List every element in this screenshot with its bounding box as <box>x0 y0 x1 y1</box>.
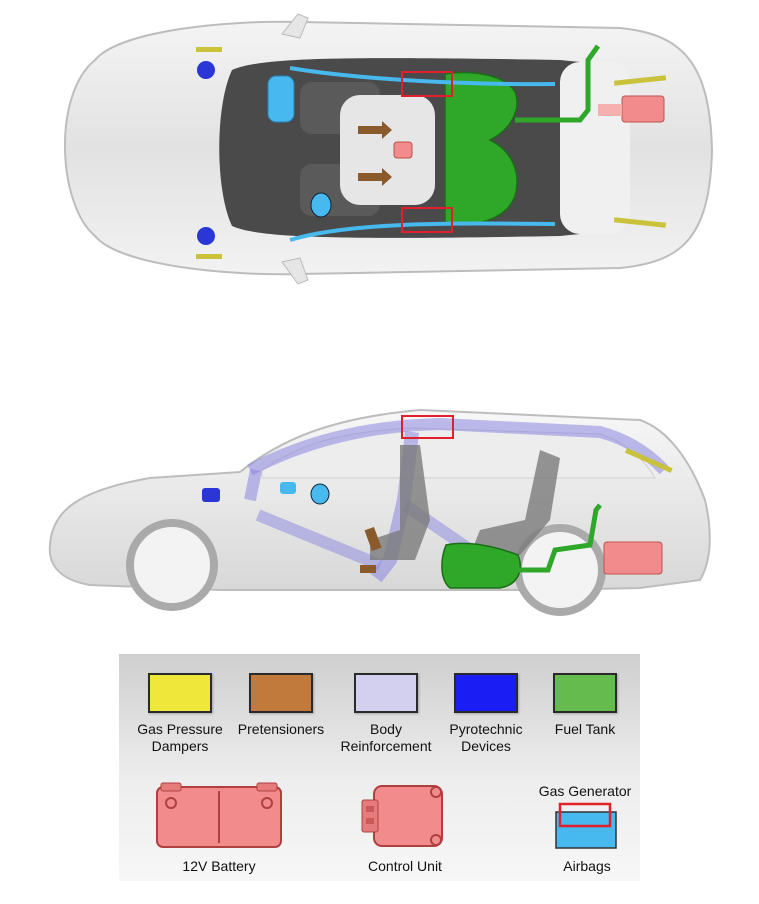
control-unit-label: Control Unit <box>368 858 442 874</box>
top-mirror-lower <box>281 257 309 285</box>
top-damper-front-upper <box>196 47 222 52</box>
top-pyro-front-lower <box>197 227 215 245</box>
battery-label: 12V Battery <box>182 858 256 874</box>
side-gas-generator <box>401 415 454 439</box>
top-damper-rear-upper <box>613 75 667 86</box>
top-damper-front-lower <box>196 254 222 259</box>
side-fuel-tank <box>441 542 521 589</box>
airbags-label: Airbags <box>563 858 611 874</box>
legend-item-gas-pressure-dampers: Gas Pressure Dampers <box>125 673 235 755</box>
battery-icon <box>156 782 282 848</box>
legend-label-body-reinforcement: Body Reinforcement <box>340 721 432 754</box>
control-unit-icon <box>361 785 443 847</box>
top-center-console <box>340 95 435 205</box>
top-battery <box>621 95 665 123</box>
legend-swatch-dampers <box>148 673 212 713</box>
side-a-pillar <box>244 468 262 502</box>
top-trunk <box>560 62 630 234</box>
side-pretensioner <box>364 526 382 552</box>
side-driver-airbag <box>280 482 296 494</box>
airbag-icon <box>555 802 617 849</box>
side-knee-airbag <box>310 483 330 505</box>
top-view-car <box>63 13 714 285</box>
top-fuel-line <box>515 44 601 123</box>
top-control-unit <box>393 141 413 159</box>
legend-label-pretensioners: Pretensioners <box>237 721 325 737</box>
top-damper-rear-lower <box>613 217 667 228</box>
legend-label-dampers: Gas Pressure Dampers <box>137 721 223 754</box>
gas-generator-label: Gas Generator <box>538 783 632 799</box>
top-gas-generator-upper <box>401 71 453 97</box>
legend-item-pretensioners: Pretensioners <box>231 673 331 738</box>
top-pyro-front-upper <box>197 61 215 79</box>
side-view-car <box>48 408 711 616</box>
top-pretensioner-upper <box>358 121 392 139</box>
legend-item-body-reinforcement: Body Reinforcement <box>331 673 441 755</box>
top-curtain-airbag-upper <box>289 66 556 87</box>
legend-item-pyrotechnic-devices: Pyrotechnic Devices <box>431 673 541 755</box>
top-fuel-tank <box>444 71 518 225</box>
side-pyro-front <box>202 488 220 502</box>
side-fuel-line <box>518 503 602 573</box>
top-gas-generator-lower <box>401 207 453 233</box>
legend-panel: Gas Pressure Dampers Pretensioners Body … <box>119 654 640 881</box>
top-battery-cable <box>598 104 622 116</box>
top-mirror-upper <box>281 13 309 39</box>
vehicle-diagram <box>48 13 714 616</box>
legend-swatch-pyrotechnic <box>454 673 518 713</box>
side-rear-seat <box>470 450 560 555</box>
side-front-wheel <box>126 519 218 611</box>
side-damper-rear <box>624 448 673 473</box>
legend-swatch-pretensioners <box>249 673 313 713</box>
top-pretensioner-lower <box>358 168 392 186</box>
side-front-seat <box>370 445 430 560</box>
top-passenger-airbag <box>310 192 332 218</box>
top-driver-airbag <box>267 75 295 123</box>
legend-item-fuel-tank: Fuel Tank <box>533 673 637 738</box>
side-battery <box>603 541 663 575</box>
side-roof-reinforcement <box>247 417 669 476</box>
legend-label-fuel-tank: Fuel Tank <box>554 721 616 737</box>
side-door-beam-front <box>255 509 383 571</box>
legend-label-pyrotechnic: Pyrotechnic Devices <box>449 721 523 754</box>
top-curtain-airbag-lower <box>289 221 556 242</box>
legend-swatch-body-reinforcement <box>354 673 418 713</box>
side-pretensioner-floor <box>360 565 376 573</box>
legend-swatch-fuel-tank <box>553 673 617 713</box>
